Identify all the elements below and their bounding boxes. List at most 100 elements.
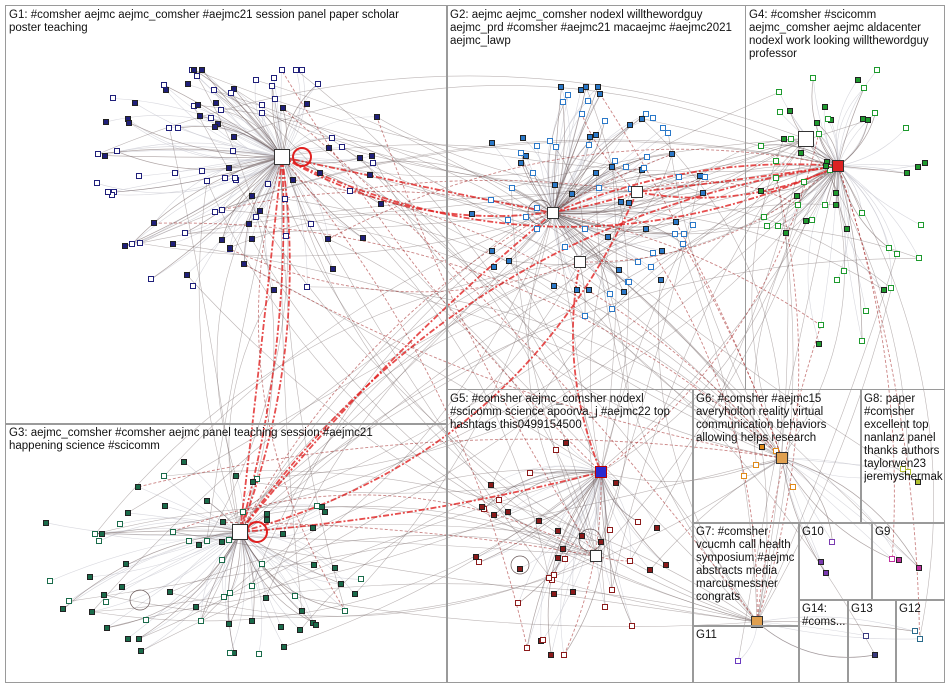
graph-node (880, 286, 887, 293)
edge (239, 531, 301, 631)
graph-node (523, 153, 530, 160)
edge (552, 212, 661, 281)
graph-node (249, 582, 256, 589)
edge (491, 465, 602, 486)
edge (835, 79, 859, 167)
graph-node (833, 190, 840, 197)
graph-node (263, 510, 270, 517)
edge (508, 212, 554, 262)
group-box-g12 (895, 599, 945, 683)
graph-node (626, 122, 633, 129)
graph-node (773, 158, 780, 165)
edge (781, 457, 833, 543)
group-label-g11: G11 (696, 629, 717, 641)
edge (257, 156, 346, 611)
edge (213, 90, 783, 459)
edge (652, 252, 758, 623)
graph-node (303, 101, 310, 108)
graph-node (161, 473, 168, 480)
edge (529, 471, 602, 474)
edge (837, 165, 895, 560)
edge (552, 212, 654, 253)
edge (300, 471, 602, 631)
graph-node (338, 580, 345, 587)
edge (264, 156, 283, 291)
edge (785, 165, 839, 234)
graph-node (741, 473, 748, 480)
graph-node (672, 230, 679, 237)
graph-node (290, 176, 297, 183)
edge (98, 148, 283, 158)
graph-node (248, 236, 255, 243)
hub-node (595, 466, 607, 478)
graph-node (921, 159, 928, 166)
edge (68, 457, 783, 602)
edge (552, 212, 590, 291)
graph-node (539, 636, 546, 643)
group-label-g2: G2: aejmc aejmc_comsher nodexl willthewo… (450, 9, 732, 47)
edge (837, 165, 884, 290)
edge (552, 162, 828, 215)
graph-node (821, 103, 828, 110)
edge (781, 457, 899, 560)
graph-node (780, 136, 787, 143)
graph-node (166, 589, 173, 596)
group-label-g13: G13 (851, 603, 873, 615)
edge (552, 160, 615, 214)
edge (781, 457, 920, 569)
edge (600, 464, 757, 482)
edge (658, 280, 758, 623)
graph-node (249, 479, 256, 486)
edge (596, 172, 758, 623)
graph-node (211, 209, 218, 216)
group-box-g4 (745, 5, 945, 390)
graph-node (893, 250, 900, 257)
graph-node (625, 278, 632, 285)
edge (552, 176, 706, 214)
graph-node (795, 202, 802, 209)
graph-node (259, 102, 266, 109)
graph-node (858, 210, 865, 217)
edge (552, 212, 676, 235)
graph-node (246, 221, 253, 228)
edge (49, 531, 241, 582)
graph-node (786, 107, 793, 114)
graph-node (132, 100, 139, 107)
edge (636, 119, 869, 193)
graph-node (816, 340, 823, 347)
edge (184, 156, 283, 234)
edge (552, 212, 685, 235)
graph-node (271, 96, 278, 103)
graph-node (886, 245, 893, 252)
graph-node (161, 82, 168, 89)
edge (139, 156, 283, 177)
graph-node (278, 67, 285, 73)
group-label-g5: G5: #comsher aejmc_comsher nodexl #scico… (450, 393, 670, 431)
graph-node (98, 530, 105, 537)
graph-node (232, 175, 239, 182)
edge (239, 290, 578, 533)
graph-node (367, 172, 374, 179)
edge (234, 85, 839, 167)
edge (636, 165, 839, 193)
edge (837, 165, 920, 639)
graph-node (476, 559, 483, 566)
edge (581, 113, 638, 193)
graph-node (231, 85, 238, 92)
graph-node (184, 81, 191, 88)
graph-node (518, 159, 525, 166)
edge (124, 156, 283, 247)
edge (239, 531, 314, 623)
edge (178, 127, 283, 158)
graph-node (226, 244, 233, 251)
edge (552, 113, 646, 214)
graph-node (563, 439, 570, 446)
edge (272, 85, 597, 557)
graph-node (803, 218, 810, 225)
edge (600, 471, 639, 522)
graph-node (124, 635, 131, 642)
edge (239, 531, 285, 647)
group-label-g6: G6: #comsher #aejmc15 averyholton realit… (696, 393, 827, 444)
hub-node (232, 524, 248, 540)
edge (281, 156, 528, 648)
